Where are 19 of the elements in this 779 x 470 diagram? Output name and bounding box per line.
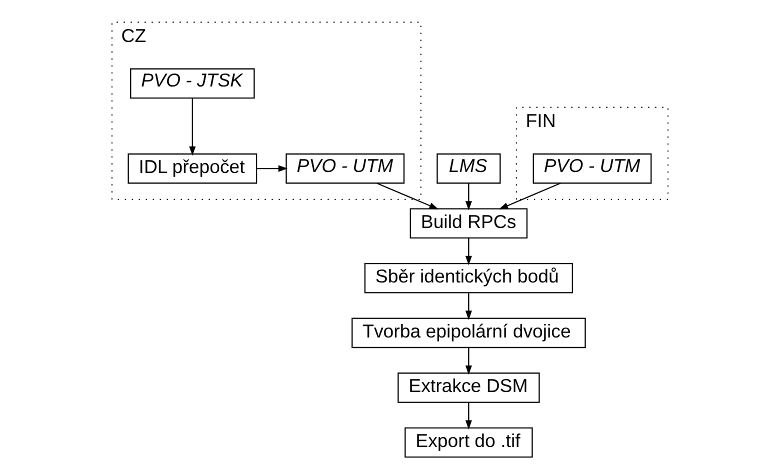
node-box: Export do .tif: [404, 427, 532, 458]
node-box: Extrakce DSM: [397, 372, 540, 403]
arrow: [464, 238, 472, 266]
node-box: Sběr identických bodů: [364, 262, 572, 294]
arrow: [498, 182, 560, 210]
node-box: Tvorba epipolární dvojice: [351, 318, 586, 348]
arrow: [464, 184, 472, 210]
arrow: [256, 165, 288, 172]
node-box: PVO - UTM: [532, 153, 652, 184]
arrow: [464, 348, 472, 375]
node-box: PVO - UTM: [285, 153, 404, 184]
node-box: LMS: [436, 153, 500, 184]
node-box: PVO - JTSK: [130, 68, 254, 99]
node-box: IDL přepočet: [127, 153, 257, 184]
arrow: [464, 402, 472, 430]
node-box: Build RPCs: [409, 208, 528, 238]
arrow: [376, 182, 438, 210]
arrow: [188, 98, 196, 156]
arrow: [464, 293, 472, 320]
